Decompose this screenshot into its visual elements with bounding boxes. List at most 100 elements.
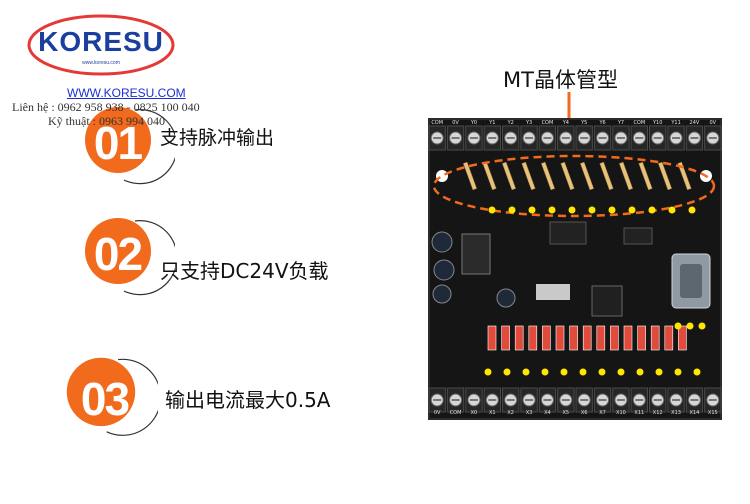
led-icon [548, 206, 556, 214]
terminal-label: X4 [544, 410, 551, 416]
led-icon [484, 368, 492, 376]
terminal-label: X15 [708, 410, 718, 416]
led-icon [693, 368, 701, 376]
led-icon [698, 322, 706, 330]
terminal-label: X1 [489, 410, 496, 416]
logo-small-url: www.koresu.com [82, 60, 120, 66]
terminal-label: Y7 [617, 120, 624, 126]
indicator-block [569, 325, 578, 351]
terminal-label: Y4 [562, 120, 569, 126]
resistor [521, 161, 536, 191]
led-icon [560, 368, 568, 376]
resistor [560, 161, 575, 191]
led-icon [503, 368, 511, 376]
orange-circle-icon [85, 218, 175, 296]
led-icon [579, 368, 587, 376]
logo-text: KORESU [38, 26, 164, 57]
led-icon [628, 206, 636, 214]
terminal-label: X5 [563, 410, 570, 416]
terminal-label: X2 [507, 410, 514, 416]
terminal-label: X14 [690, 410, 700, 416]
orange-circle-icon [66, 357, 158, 436]
indicator-block [501, 325, 510, 351]
led-icon [568, 206, 576, 214]
led-icon [488, 206, 496, 214]
indicator-block [637, 325, 646, 351]
feature-number: 03 [80, 373, 130, 425]
resistor [619, 161, 633, 191]
indicator-block [582, 325, 592, 351]
terminal-label: 0V [710, 120, 717, 126]
orange-circle-icon [85, 107, 175, 185]
terminal-label: X3 [526, 410, 533, 416]
indicator-block [610, 325, 619, 351]
led-icon [617, 368, 625, 376]
terminal-label: X12 [653, 410, 663, 416]
terminal-label: X10 [616, 410, 626, 416]
indicator-block [487, 325, 497, 351]
resistor [541, 161, 555, 191]
terminal-label: COM [542, 120, 554, 126]
terminal-label: Y5 [580, 120, 587, 126]
terminal-label: Y6 [598, 120, 605, 126]
feature-number: 02 [93, 228, 143, 280]
indicator-block [542, 325, 551, 351]
koresu-logo: KORESU www.koresu.com [26, 14, 176, 76]
led-icon [608, 206, 616, 214]
website-link[interactable]: WWW.KORESU.COM [67, 86, 186, 100]
contact-line: Kỹ thuật : 0963 994 040 [48, 114, 165, 128]
terminal-label: X6 [581, 410, 588, 416]
indicator-block [678, 325, 687, 351]
led-icon [655, 368, 663, 376]
led-icon [508, 206, 516, 214]
terminal-label: 0V [434, 410, 441, 416]
contact-line: Liên hệ : 0962 958 938 - 0825 100 040 [12, 100, 200, 114]
feature-number: 01 [93, 117, 143, 169]
resistor [502, 161, 516, 191]
led-icon [541, 368, 549, 376]
resistor [580, 161, 594, 191]
terminal-label: X0 [471, 410, 478, 416]
led-icon [686, 322, 694, 330]
indicator-block [650, 325, 660, 351]
indicator-block [514, 325, 524, 351]
led-icon [588, 206, 596, 214]
led-icon [598, 368, 606, 376]
terminal-label: Y2 [507, 120, 514, 126]
led-icon [674, 368, 682, 376]
terminal-label: COM [633, 120, 645, 126]
led-icon [688, 206, 696, 214]
terminal-label: 24V [690, 120, 700, 126]
led-icon [674, 322, 682, 330]
terminal-label: COM [431, 120, 443, 126]
terminal-label: Y0 [470, 120, 477, 126]
resistor [658, 161, 672, 191]
feature-text: 只支持DC24V负载 [160, 259, 329, 283]
terminal-label: COM [450, 410, 462, 416]
led-icon [636, 368, 644, 376]
indicator-block [623, 325, 633, 351]
terminal-label: Y3 [525, 120, 532, 126]
indicator-block [555, 325, 565, 351]
led-icon [668, 206, 676, 214]
resistor [463, 161, 477, 191]
terminal-label: Y10 [652, 120, 662, 126]
indicator-block [596, 325, 606, 351]
terminal-label: X13 [671, 410, 681, 416]
led-icon [648, 206, 656, 214]
resistor [599, 161, 614, 191]
indicator-block [528, 325, 538, 351]
resistor [638, 161, 653, 191]
resistor [677, 161, 692, 191]
logo-ring-icon [27, 14, 175, 76]
led-icon [528, 206, 536, 214]
terminal-label: Y1 [488, 120, 495, 126]
terminal-label: X11 [634, 410, 644, 416]
terminal-label: Y11 [670, 120, 680, 126]
terminal-label: X7 [599, 410, 606, 416]
mt-transistor-label: MT晶体管型 [503, 68, 618, 92]
terminal-label: 0V [452, 120, 459, 126]
feature-text: 支持脉冲输出 [160, 127, 275, 149]
led-icon [522, 368, 530, 376]
